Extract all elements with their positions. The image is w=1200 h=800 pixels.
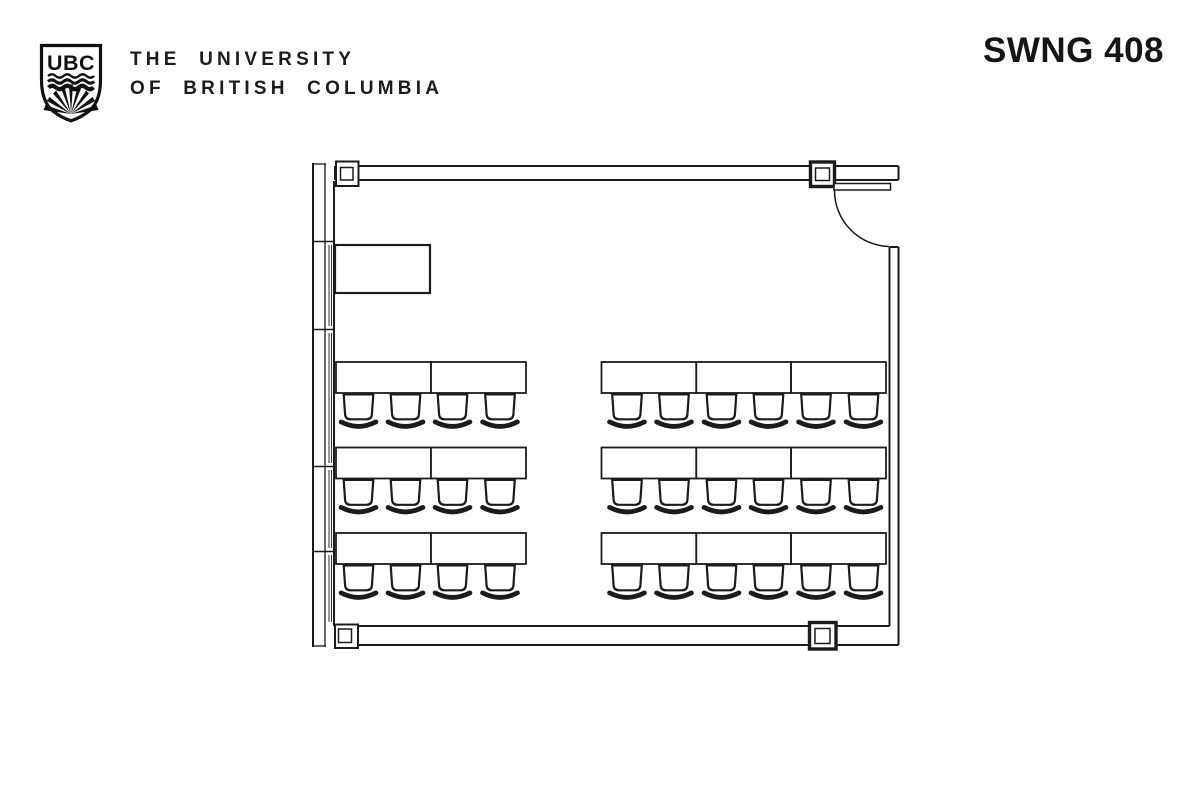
ubc-logo-text: UBC: [47, 51, 95, 75]
floor-plan-svg: [312, 160, 900, 651]
chair: [657, 565, 692, 597]
ubc-logo: UBC: [39, 43, 103, 123]
university-lockup: THE UNIVERSITY OF BRITISH COLUMBIA: [130, 45, 443, 103]
table: [790, 361, 887, 394]
chair: [846, 480, 881, 512]
window-glazing: [328, 245, 332, 622]
ubc-rays-icon: [43, 84, 99, 114]
chair: [704, 565, 739, 597]
chair: [704, 480, 739, 512]
chair: [341, 394, 376, 426]
chair: [388, 394, 423, 426]
chair: [799, 565, 834, 597]
table: [430, 446, 527, 480]
chair: [435, 394, 470, 426]
table: [695, 446, 792, 480]
chair: [610, 565, 645, 597]
chair: [341, 480, 376, 512]
chair: [846, 394, 881, 426]
instructor-desk-group: [333, 243, 432, 295]
chair: [751, 565, 786, 597]
door-swing-arc: [833, 189, 890, 248]
chair: [483, 480, 518, 512]
column-top-left: [335, 160, 360, 187]
table: [335, 361, 432, 394]
door: [833, 182, 892, 248]
chair: [483, 394, 518, 426]
chair: [388, 480, 423, 512]
chair: [751, 394, 786, 426]
table: [600, 361, 698, 394]
chair: [483, 565, 518, 597]
chairs-group: [341, 394, 881, 597]
university-line1: THE UNIVERSITY: [130, 49, 356, 70]
room-code: SWNG 408: [983, 31, 1164, 70]
chair: [610, 394, 645, 426]
chair: [751, 480, 786, 512]
table: [790, 446, 887, 480]
chair: [846, 565, 881, 597]
chair: [435, 480, 470, 512]
chair: [657, 394, 692, 426]
chair: [704, 394, 739, 426]
chair: [799, 480, 834, 512]
table: [335, 446, 432, 480]
column-bottom-right: [807, 620, 838, 651]
table: [430, 532, 527, 565]
column-top-right: [808, 160, 837, 189]
university-line2: OF BRITISH COLUMBIA: [130, 78, 444, 99]
table: [695, 361, 792, 394]
chair: [657, 480, 692, 512]
chair: [435, 565, 470, 597]
table: [695, 532, 792, 565]
instructor-desk: [333, 243, 432, 295]
tables-group: [335, 361, 887, 565]
chair: [799, 394, 834, 426]
column-bottom-left: [334, 623, 359, 649]
table: [790, 532, 887, 565]
table: [600, 532, 698, 565]
right-wall: [888, 246, 900, 645]
table: [600, 446, 698, 480]
window-wall-left: [312, 163, 335, 647]
table: [335, 532, 432, 565]
chair: [388, 565, 423, 597]
door-leaf: [833, 182, 892, 191]
chair: [610, 480, 645, 512]
table: [430, 361, 527, 394]
bottom-wall: [334, 625, 899, 646]
chair: [341, 565, 376, 597]
